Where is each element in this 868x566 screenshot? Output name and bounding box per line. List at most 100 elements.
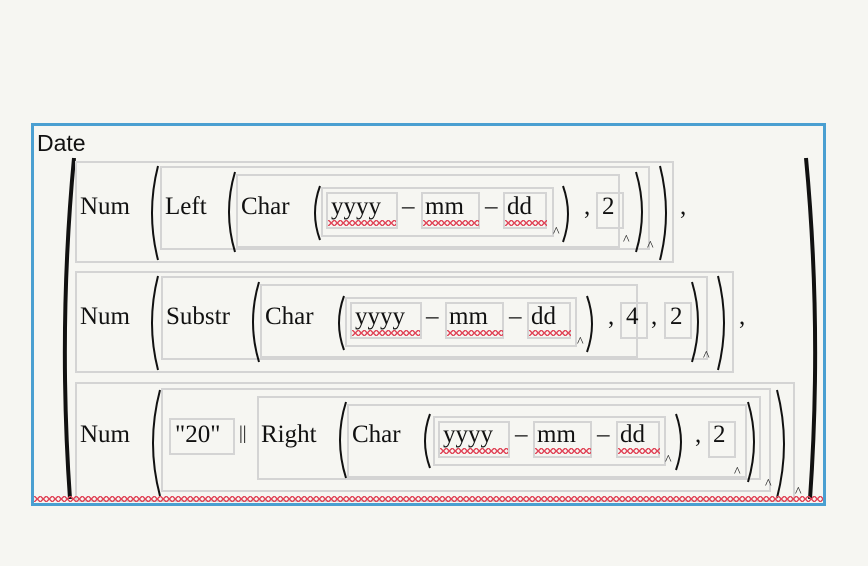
row3-caret-1[interactable]: ^ (665, 453, 672, 468)
row3-right-box[interactable] (257, 396, 761, 480)
row3-right-paren-close-icon (747, 401, 755, 483)
row2-date-box[interactable] (345, 297, 577, 347)
row2-char-box[interactable] (260, 284, 638, 358)
row2-comma-1: , (608, 303, 615, 330)
formula-editor[interactable]: Date Num Left Char yyyy – mm – dd ^ , 2 … (31, 123, 826, 506)
row2-dd-squiggle (529, 330, 571, 336)
row3-mm-squiggle (535, 448, 591, 454)
row1-char-paren-open-icon (314, 185, 321, 241)
row1-caret-2[interactable]: ^ (623, 233, 630, 248)
row1-sep1: – (402, 193, 415, 220)
row1-mm: mm (425, 193, 464, 220)
row2-dd-box[interactable] (527, 302, 571, 339)
row1-left-func[interactable]: Left (165, 193, 207, 220)
row3-mm: mm (537, 421, 576, 448)
row2-arg-4: 4 (626, 303, 639, 330)
row2-trailing-comma: , (739, 303, 746, 330)
row2-yyyy-squiggle (352, 330, 420, 336)
row3-right-paren-open-icon (339, 401, 347, 479)
row3-caret-3[interactable]: ^ (765, 477, 772, 492)
row3-yyyy: yyyy (443, 421, 493, 448)
row3-num-func[interactable]: Num (80, 421, 130, 448)
row3-literal-box[interactable] (169, 418, 235, 455)
row3-concat-operator: || (239, 423, 247, 444)
row1-dd-box[interactable] (503, 192, 547, 229)
row1-arg-box[interactable] (596, 192, 624, 229)
row1-date-box[interactable] (321, 187, 554, 237)
row2-substr-paren-close-icon (691, 281, 699, 363)
row3-arg-box[interactable] (708, 421, 736, 458)
row3-caret-2[interactable]: ^ (734, 465, 741, 480)
row2-caret-2[interactable]: ^ (703, 349, 710, 364)
row2-sep1: – (426, 303, 439, 330)
row2-expression-box[interactable] (75, 271, 734, 373)
row3-concat-box[interactable] (161, 388, 771, 492)
row1-left-box[interactable] (160, 166, 650, 250)
row1-left-paren-close-icon (635, 171, 643, 253)
row1-comma-1: , (584, 193, 591, 220)
row1-expression-box[interactable] (75, 161, 674, 263)
row3-literal-20: "20" (175, 421, 221, 448)
formula-name-label: Date (37, 130, 86, 156)
row2-mm: mm (449, 303, 488, 330)
row3-dd-box[interactable] (616, 421, 660, 458)
row2-substr-func[interactable]: Substr (166, 303, 230, 330)
row2-paren-close-icon (717, 275, 725, 371)
row1-mm-box[interactable] (421, 192, 480, 229)
row2-mm-squiggle (447, 330, 503, 336)
row3-dd: dd (620, 421, 645, 448)
row3-yyyy-box[interactable] (438, 421, 510, 458)
row2-sep2: – (509, 303, 522, 330)
row2-char-paren-close-icon (586, 295, 593, 353)
row2-comma-2: , (651, 303, 658, 330)
row3-date-box[interactable] (433, 416, 666, 466)
row3-comma-1: , (695, 421, 702, 448)
row3-paren-close-icon (776, 389, 785, 499)
row1-caret-1[interactable]: ^ (553, 225, 560, 240)
row3-arg-2: 2 (713, 421, 726, 448)
row1-dd-squiggle (505, 220, 547, 226)
row1-yyyy-squiggle (328, 220, 396, 226)
row2-paren-open-icon (151, 275, 159, 371)
row3-char-paren-open-icon (424, 413, 431, 469)
row1-char-paren-close-icon (562, 185, 569, 243)
outer-right-paren-icon (804, 157, 818, 500)
row1-paren-open-icon (151, 165, 159, 261)
row3-char-func[interactable]: Char (352, 421, 401, 448)
row3-sep2: – (597, 421, 610, 448)
row1-mm-squiggle (423, 220, 479, 226)
outer-left-paren-icon (62, 157, 76, 500)
row2-caret-1[interactable]: ^ (577, 335, 584, 350)
row3-paren-open-icon (152, 389, 161, 497)
row3-caret-4[interactable]: ^ (795, 485, 802, 500)
row2-arg-2: 2 (670, 303, 683, 330)
row2-mm-box[interactable] (445, 302, 504, 339)
row3-mm-box[interactable] (533, 421, 592, 458)
row2-num-func[interactable]: Num (80, 303, 130, 330)
row1-paren-close-icon (659, 165, 667, 261)
error-squiggle-underline (34, 496, 823, 502)
row1-yyyy: yyyy (331, 193, 381, 220)
row1-arg-2: 2 (602, 193, 615, 220)
row1-num-func[interactable]: Num (80, 193, 130, 220)
row1-caret-3[interactable]: ^ (647, 239, 654, 254)
row1-char-func[interactable]: Char (241, 193, 290, 220)
row1-dd: dd (507, 193, 532, 220)
row1-sep2: – (485, 193, 498, 220)
row1-trailing-comma: , (680, 193, 687, 220)
row2-substr-box[interactable] (161, 276, 708, 360)
row2-char-paren-open-icon (338, 295, 345, 351)
row3-right-func[interactable]: Right (261, 421, 317, 448)
row2-arg1-box[interactable] (620, 302, 648, 339)
row2-char-func[interactable]: Char (265, 303, 314, 330)
row3-char-paren-close-icon (675, 413, 682, 471)
row3-yyyy-squiggle (440, 448, 508, 454)
row2-dd: dd (531, 303, 556, 330)
row1-char-box[interactable] (236, 174, 620, 248)
row2-yyyy-box[interactable] (350, 302, 422, 339)
row2-yyyy: yyyy (355, 303, 405, 330)
row2-arg2-box[interactable] (664, 302, 692, 339)
row1-left-paren-open-icon (228, 171, 236, 253)
row3-char-box[interactable] (347, 404, 747, 478)
row1-yyyy-box[interactable] (326, 192, 398, 229)
